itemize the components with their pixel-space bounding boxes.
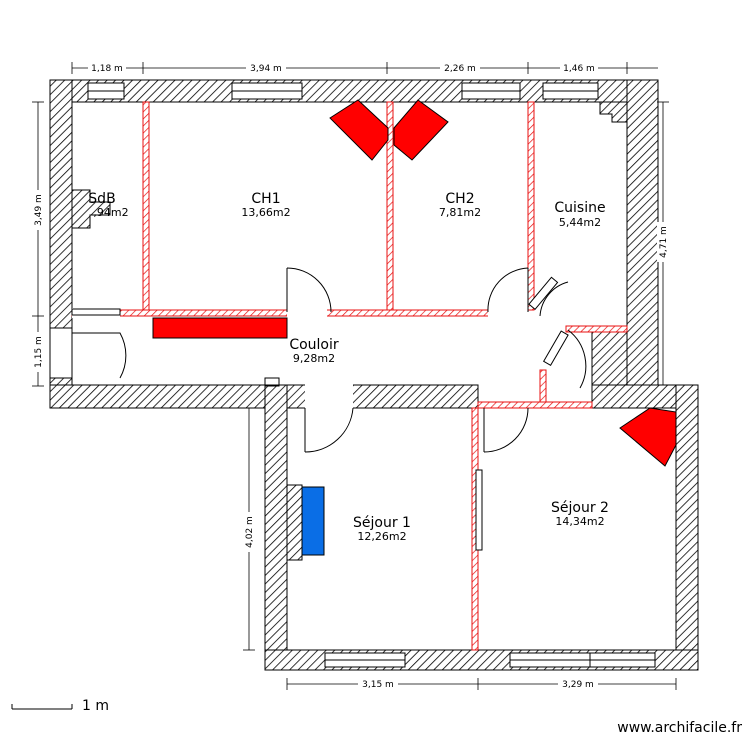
room-name-sejour2: Séjour 2 [551, 500, 609, 516]
wall-right-upper [626, 79, 659, 386]
room-area-sejour1: 12,26m2 [357, 530, 406, 543]
room-name-sdb: SdB [88, 191, 115, 207]
wall-pillar [599, 101, 628, 123]
dimension-labels: 1,18 m 3,94 m 2,26 m 1,46 m 3,49 m 1,15 … [32, 62, 669, 690]
room-area-sdb: ,94m2 [93, 206, 128, 219]
radiator-ch2 [393, 99, 449, 161]
opening-outlines [71, 308, 483, 551]
room-area-ch2: 7,81m2 [439, 206, 481, 219]
dim-left-3: 4,02 m [245, 516, 255, 548]
wall-corridor-pillar [591, 331, 628, 386]
dim-top-4: 1,46 m [563, 64, 595, 74]
room-area-couloir: 9,28m2 [293, 352, 335, 365]
wall-sejour-notch [286, 484, 303, 561]
wall-corridor-bottom [49, 384, 479, 409]
radiator-sejour2 [619, 407, 677, 467]
wall-niche [71, 189, 111, 229]
openings [72, 308, 528, 550]
room-name-couloir: Couloir [289, 337, 339, 353]
partition-cuisine-bottom [565, 325, 628, 333]
partition-ch2-cuisine [527, 101, 535, 311]
dim-right-1: 4,71 m [659, 226, 669, 258]
windows [49, 82, 656, 668]
room-name-sejour1: Séjour 1 [353, 515, 411, 531]
wall-left-lower [264, 384, 288, 671]
scale-label: 1 m [82, 698, 109, 714]
dim-bottom-2: 3,29 m [562, 680, 594, 690]
dim-top-2: 3,94 m [250, 64, 282, 74]
radiator-ch1 [329, 99, 389, 161]
dimension-lines [32, 62, 677, 690]
dim-top-3: 2,26 m [444, 64, 476, 74]
room-area-sejour2: 14,34m2 [555, 515, 604, 528]
interior-partitions [71, 101, 628, 651]
wall-right-lower [675, 384, 699, 671]
dim-top-1: 1,18 m [91, 64, 123, 74]
dim-left-2: 1,15 m [34, 336, 44, 368]
dim-left-1: 3,49 m [34, 194, 44, 226]
scale-bar [11, 704, 73, 710]
partition-sejour2-top [477, 401, 593, 409]
room-name-ch2: CH2 [445, 191, 474, 207]
blue-unit [301, 486, 325, 556]
doors [71, 267, 587, 453]
room-area-cuisine: 5,44m2 [559, 216, 601, 229]
room-labels: SdB ,94m2 CH1 13,66m2 CH2 7,81m2 Cuisine… [88, 191, 609, 543]
room-area-ch1: 13,66m2 [241, 206, 290, 219]
radiator-corridor [152, 317, 288, 339]
dim-bottom-1: 3,15 m [362, 680, 394, 690]
partition-sdb-ch1 [142, 101, 150, 311]
watermark: www.archifacile.fr [617, 720, 742, 736]
radiators [152, 99, 677, 556]
room-name-cuisine: Cuisine [554, 200, 605, 216]
room-name-ch1: CH1 [251, 191, 280, 207]
